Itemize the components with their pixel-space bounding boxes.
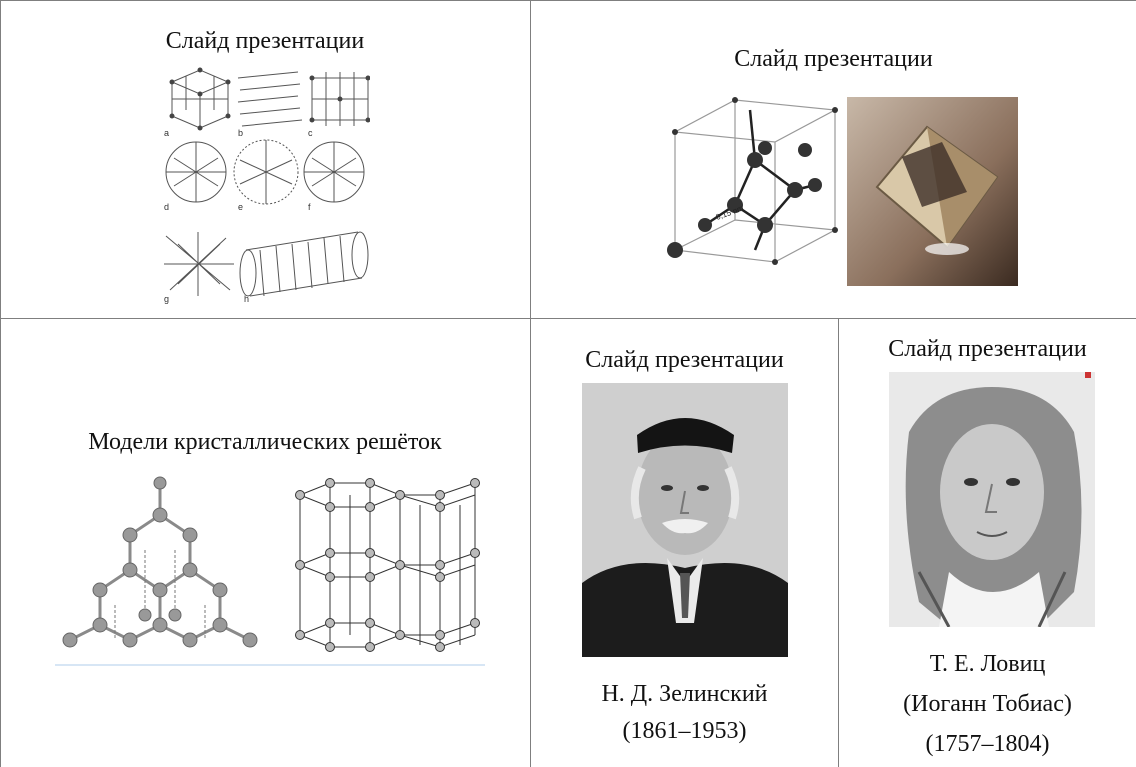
carbon-allotropes-figure: a b c d e f g h [160,60,370,305]
caption-top-left: Слайд презентации [165,28,365,54]
lowitz-name: Т. Е. Ловиц [929,651,1046,677]
table-border-left [0,0,1,767]
table-divider-row [0,318,1136,319]
label-a: a [164,128,169,138]
diamond-crystal-photo [847,97,1018,286]
label-e: e [238,202,243,212]
table-border-top [0,0,1136,1]
lattice-underline [55,664,485,666]
label-h: h [244,294,249,304]
caption-bottom-left: Модели кристаллических решёток [88,429,442,455]
zelinsky-years: (1861–1953) [622,718,747,744]
zelinsky-name: Н. Д. Зелинский [601,681,768,707]
caption-bottom-mid: Слайд презентации [585,347,784,373]
lowitz-alt-name: (Иоганн Тобиас) [903,691,1072,717]
caption-top-right: Слайд презентации [734,46,933,72]
label-d: d [164,202,169,212]
label-c: c [308,128,313,138]
caption-bottom-right: Слайд презентации [888,336,1087,362]
label-b: b [238,128,243,138]
portrait-lowitz [889,372,1095,627]
carbon-allotropes-svg: a b c d e f g h [164,67,370,304]
graphite-lattice-model [290,475,485,665]
diamond-unit-cell-figure: 0,15 nm [655,90,840,265]
table-divider-main [530,0,531,767]
diamond-lattice-model [55,475,275,665]
label-g: g [164,294,169,304]
label-f: f [308,202,311,212]
table-divider-sub [838,318,839,767]
portrait-zelinsky [582,383,788,657]
lowitz-years: (1757–1804) [925,731,1050,757]
